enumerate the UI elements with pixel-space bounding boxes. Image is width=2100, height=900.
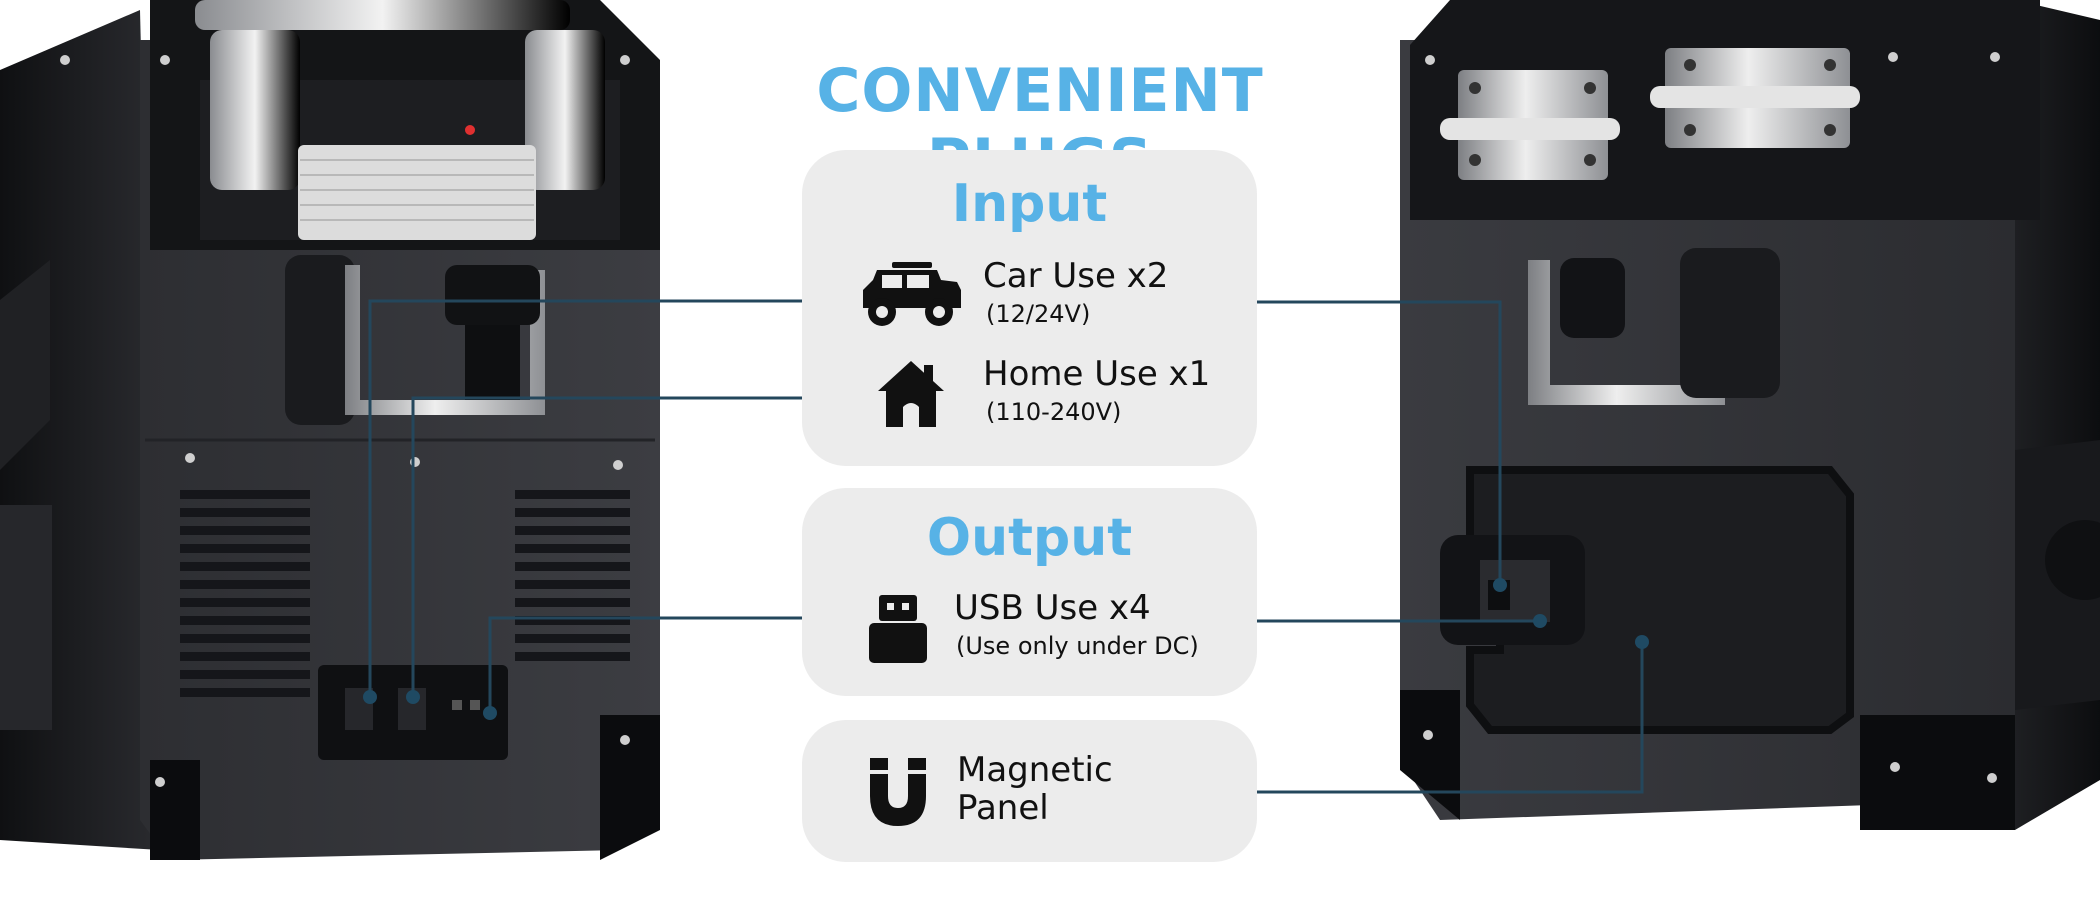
leader-lines [368, 299, 1644, 794]
magnetic-line2: Panel [957, 788, 1049, 828]
usb-use-note: (Use only under DC) [956, 632, 1199, 660]
magnet-icon [870, 758, 926, 826]
magnetic-card: Magnetic Panel [802, 720, 1257, 862]
output-card: Output USB Use x4 (Use only under DC) [802, 488, 1257, 696]
input-card: Input Car Use x2 (12/24V) Home Use x1 (1… [802, 150, 1257, 466]
home-use-voltage: (110-240V) [986, 398, 1122, 426]
left-cooler [0, 0, 660, 860]
home-use-label: Home Use x1 [983, 354, 1211, 394]
leader-dots [363, 578, 1649, 720]
car-use-voltage: (12/24V) [986, 300, 1091, 328]
house-icon [878, 361, 944, 427]
output-heading: Output [926, 508, 1133, 568]
usb-icon [869, 595, 927, 663]
usb-use-label: USB Use x4 [954, 588, 1151, 628]
right-cooler [1400, 0, 2100, 830]
magnetic-line1: Magnetic [957, 750, 1113, 790]
car-use-label: Car Use x2 [983, 256, 1169, 296]
car-icon [863, 262, 961, 326]
input-heading: Input [951, 174, 1108, 234]
